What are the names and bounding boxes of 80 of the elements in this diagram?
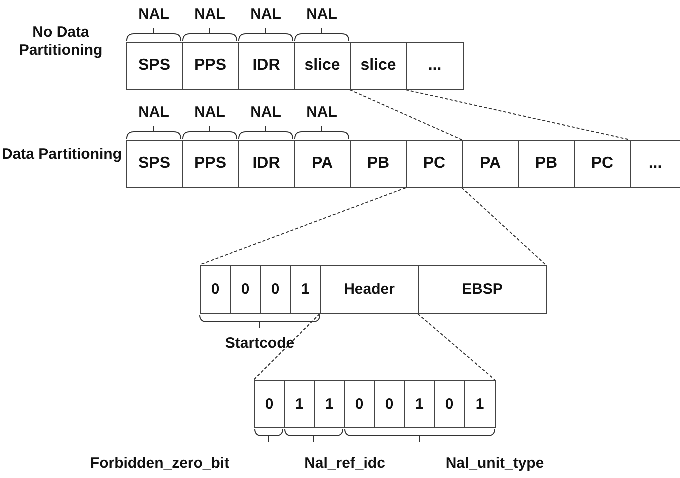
field-cell	[464, 380, 496, 428]
cell-label: slice	[304, 57, 340, 75]
zoom-line	[406, 90, 630, 140]
zoom-line	[254, 314, 320, 380]
field-cell	[374, 380, 405, 428]
field-cell	[200, 265, 231, 314]
cell-label: PC	[591, 155, 614, 173]
field-name: NAL	[250, 6, 282, 24]
field-cell	[406, 140, 463, 188]
field-cell	[126, 140, 183, 188]
cell-label: 1	[415, 396, 424, 412]
field-cell	[320, 265, 419, 314]
cell-label: PPS	[194, 155, 226, 173]
field-cell	[406, 42, 464, 90]
field-cell	[418, 265, 547, 314]
cell-label: SPS	[138, 155, 170, 173]
field-name: NAL	[306, 104, 338, 122]
field-name: Nal_ref_idc	[304, 455, 386, 473]
cell-label: 1	[476, 396, 484, 412]
field-name: NAL	[194, 104, 226, 122]
cell-label: IDR	[252, 57, 280, 75]
cell-label: Header	[344, 281, 395, 298]
zoom-line	[462, 188, 546, 266]
field-cell	[294, 42, 351, 90]
field-cell	[260, 265, 291, 314]
field-name: Forbidden_zero_bit	[89, 455, 231, 473]
field-cell	[630, 140, 680, 188]
cell-label: PB	[367, 155, 390, 173]
cell-label: PB	[535, 155, 558, 173]
field-cell	[518, 140, 575, 188]
field-cell	[254, 380, 285, 428]
cell-label: 0	[241, 281, 250, 298]
field-cell	[574, 140, 631, 188]
field-name: NAL	[138, 104, 170, 122]
field-name: Data Partitioning	[0, 146, 123, 164]
field-cell	[230, 265, 261, 314]
cell-label: 1	[295, 396, 304, 412]
cell-label: PC	[423, 155, 446, 173]
field-cell	[182, 140, 239, 188]
cell-label: SPS	[138, 57, 170, 75]
cell-label: 1	[325, 396, 334, 412]
field-cell	[344, 380, 375, 428]
cell-label: 0	[355, 396, 364, 412]
zoom-line	[350, 90, 462, 140]
field-name: NAL	[194, 6, 226, 24]
zoom-line	[418, 314, 496, 380]
cell-label: ...	[428, 57, 442, 75]
cell-label: PA	[312, 155, 334, 173]
field-cell	[126, 42, 183, 90]
field-cell	[404, 380, 435, 428]
cell-label: PPS	[194, 57, 226, 75]
field-name: NAL	[138, 6, 170, 24]
zoom-line	[200, 188, 406, 266]
cell-label: 0	[445, 396, 454, 412]
field-cell	[462, 140, 519, 188]
field-cell	[284, 380, 315, 428]
field-name: NAL	[306, 6, 338, 24]
field-cell	[294, 140, 351, 188]
field-name: NAL	[250, 104, 282, 122]
field-cell	[314, 380, 345, 428]
cell-label: EBSP	[462, 281, 503, 298]
cell-label: 0	[385, 396, 394, 412]
cell-label: IDR	[252, 155, 280, 173]
field-cell	[350, 140, 407, 188]
field-name: Startcode	[224, 335, 296, 353]
cell-label: 0	[211, 281, 220, 298]
field-name: Nal_unit_type	[444, 455, 546, 473]
field-name: No Data Partitioning	[18, 24, 104, 60]
field-cell	[350, 42, 407, 90]
field-cell	[290, 265, 321, 314]
cell-label: 0	[265, 396, 274, 412]
field-cell	[434, 380, 465, 428]
field-cell	[238, 42, 295, 90]
field-cell	[238, 140, 295, 188]
cell-label: slice	[360, 57, 396, 75]
cell-label: PA	[480, 155, 502, 173]
cell-label: 0	[271, 281, 280, 298]
cell-label: 1	[301, 281, 310, 298]
field-cell	[182, 42, 239, 90]
cell-label: ...	[648, 155, 662, 173]
